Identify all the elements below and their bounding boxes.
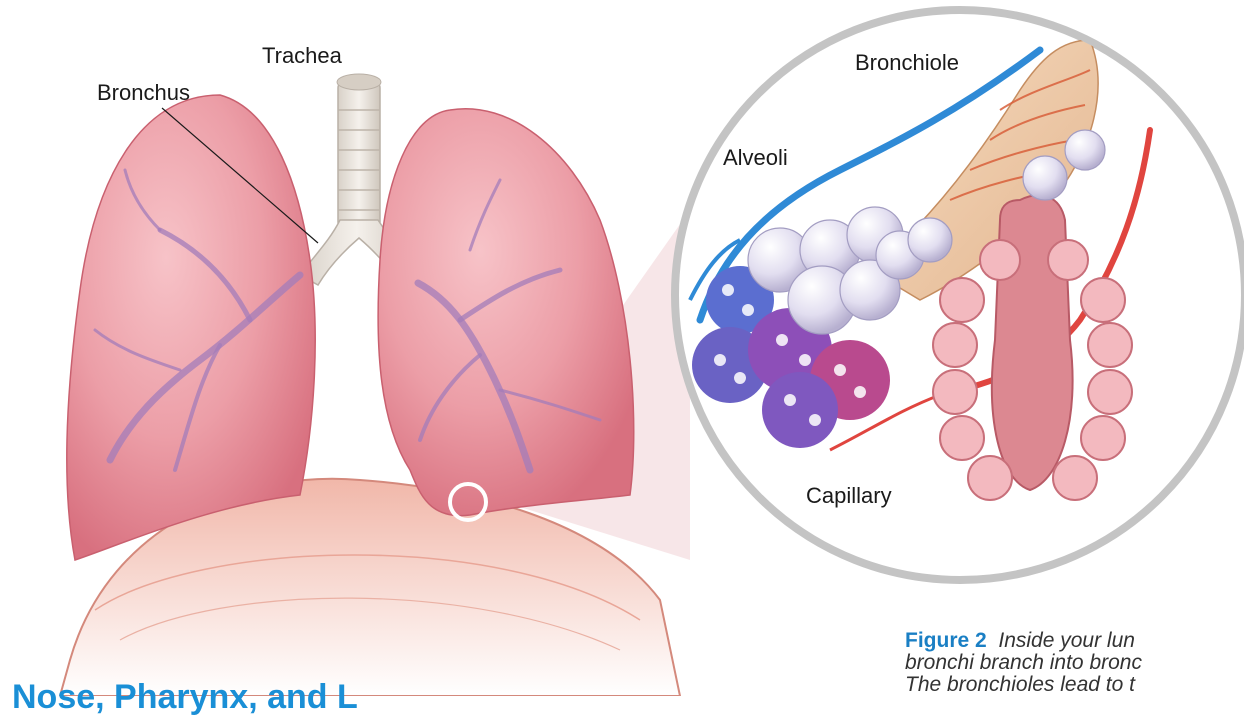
caption-line-2: bronchi branch into bronc xyxy=(905,652,1244,674)
caption-line-3: The bronchioles lead to t xyxy=(905,674,1244,696)
label-trachea: Trachea xyxy=(262,43,342,69)
figure-caption: Figure 2 Inside your lun bronchi branch … xyxy=(905,630,1244,696)
figure-number: Figure 2 xyxy=(905,630,987,652)
section-heading: Nose, Pharynx, and L xyxy=(12,678,358,717)
label-bronchiole: Bronchiole xyxy=(855,50,959,76)
label-alveoli: Alveoli xyxy=(723,145,788,171)
caption-line-1: Inside your lun xyxy=(998,630,1135,652)
label-capillary: Capillary xyxy=(806,483,892,509)
label-bronchus: Bronchus xyxy=(97,80,190,106)
